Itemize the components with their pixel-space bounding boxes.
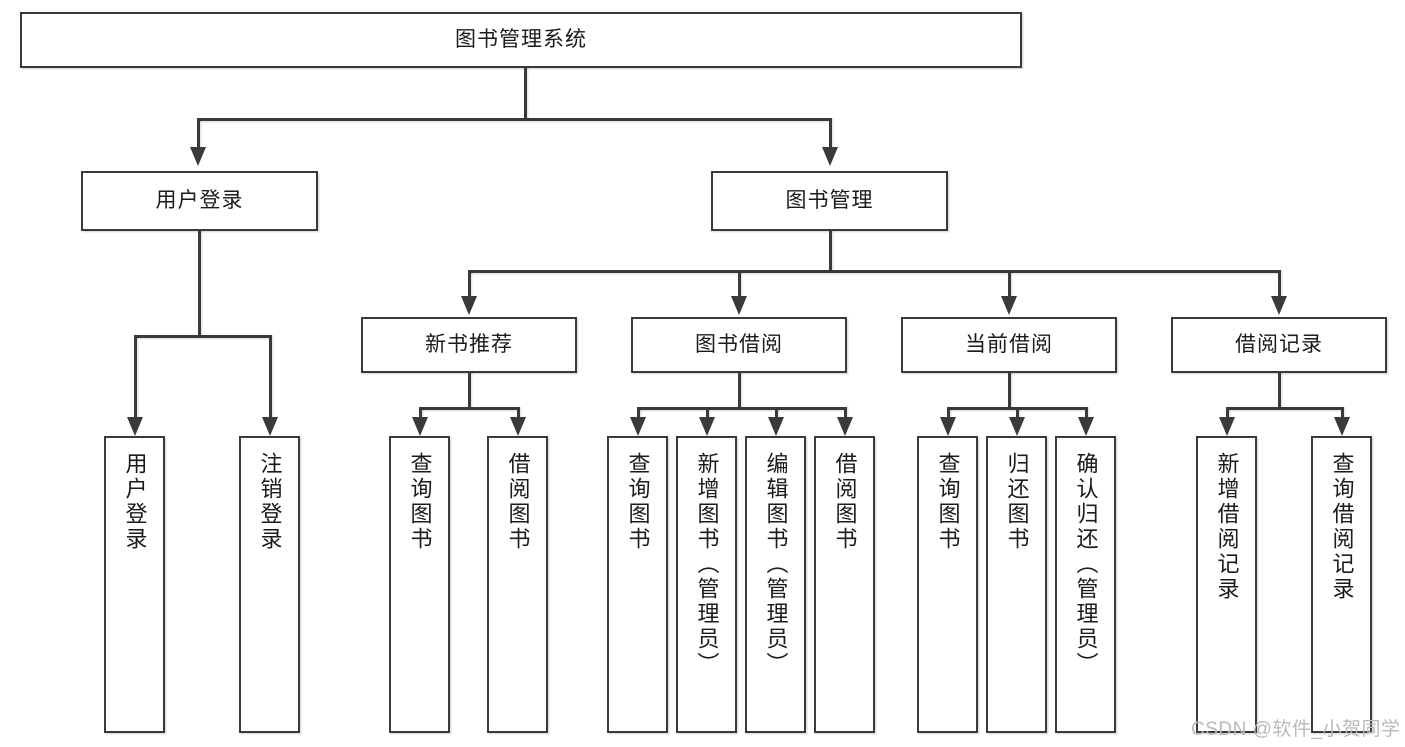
arrowhead-book-borrow-leaf3 [768,417,784,436]
connector-borrow-record-stem [1278,373,1281,407]
leaf-borrow-record-query[interactable]: 查询借阅记录 [1311,436,1372,733]
node-label: 当前借阅 [965,332,1053,356]
arrowhead-to-book-mgmt [822,147,838,166]
connector-user-login-stem [198,231,201,335]
leaf-current-borrow-confirm-return[interactable]: 确认归还（管理员） [1055,436,1116,733]
node-book-borrow[interactable]: 图书借阅 [631,317,847,373]
node-label: 图书管理 [785,188,874,212]
node-label: 查询图书 [625,452,651,552]
node-label: 借阅记录 [1235,332,1323,356]
node-book-management[interactable]: 图书管理 [711,171,948,231]
node-label: 新书推荐 [425,332,513,356]
connector-user-login-leaf2 [269,335,272,417]
connector-current-borrow-stem [1008,373,1011,407]
node-label: 确认归还（管理员） [1073,452,1099,677]
connector-current-borrow-leaf2 [1016,407,1019,417]
arrowhead-to-current-borrow [1001,296,1017,315]
arrowhead-new-book-leaf2 [510,417,526,436]
node-new-book-recommend[interactable]: 新书推荐 [361,317,577,373]
connector-book-mgmt-bus [468,270,1279,273]
connector-book-borrow-leaf2 [706,407,709,417]
arrowhead-current-borrow-leaf3 [1078,417,1094,436]
node-root-system[interactable]: 图书管理系统 [20,12,1022,68]
connector-to-current-borrow [1008,270,1011,296]
connector-new-book-leaf1 [419,407,422,417]
connector-to-book-mgmt [829,118,832,147]
node-label: 借阅图书 [832,452,858,552]
connector-new-book-stem [468,373,471,407]
node-borrow-record[interactable]: 借阅记录 [1171,317,1387,373]
node-label: 新增借阅记录 [1214,452,1240,602]
arrowhead-to-borrow-record [1271,296,1287,315]
node-label: 查询图书 [935,452,961,552]
connector-new-book-bus [419,407,519,410]
node-label: 图书借阅 [695,332,783,356]
node-label: 编辑图书（管理员） [763,452,789,677]
node-label: 归还图书 [1004,452,1030,552]
connector-book-mgmt-stem [829,231,832,270]
connector-to-borrow-record [1278,270,1281,296]
connector-book-borrow-stem [738,373,741,407]
node-user-login[interactable]: 用户登录 [81,171,318,231]
arrowhead-current-borrow-leaf1 [940,417,956,436]
arrowhead-book-borrow-leaf1 [630,417,646,436]
leaf-borrow-record-add[interactable]: 新增借阅记录 [1196,436,1257,733]
connector-book-borrow-leaf3 [775,407,778,417]
node-label: 图书管理系统 [455,27,587,51]
node-label: 查询图书 [407,452,433,552]
arrowhead-user-login-leaf2 [262,417,278,436]
node-label: 借阅图书 [505,452,531,552]
node-label: 用户登录 [155,188,244,212]
connector-to-book-borrow [738,270,741,296]
node-label: 新增图书（管理员） [694,452,720,677]
leaf-book-borrow-edit[interactable]: 编辑图书（管理员） [745,436,806,733]
arrowhead-user-login-leaf1 [127,417,143,436]
leaf-user-login-logout[interactable]: 注销登录 [239,436,300,733]
connector-user-login-leaf1 [134,335,137,417]
leaf-new-book-borrow[interactable]: 借阅图书 [487,436,548,733]
node-label: 注销登录 [257,452,283,552]
leaf-book-borrow-borrow[interactable]: 借阅图书 [814,436,875,733]
csdn-watermark: CSDN @软件_小贺同学 [1191,719,1401,740]
leaf-current-borrow-query[interactable]: 查询图书 [917,436,978,733]
arrowhead-current-borrow-leaf2 [1009,417,1025,436]
leaf-user-login-login[interactable]: 用户登录 [104,436,165,733]
connector-current-borrow-leaf3 [1085,407,1088,417]
connector-book-borrow-bus [637,407,844,410]
node-label: 用户登录 [122,452,148,552]
arrowhead-book-borrow-leaf4 [837,417,853,436]
arrowhead-to-user-login [190,147,206,166]
connector-borrow-record-bus [1226,407,1343,410]
leaf-new-book-query[interactable]: 查询图书 [389,436,450,733]
node-label: 查询借阅记录 [1329,452,1355,602]
connector-root-stem [524,68,527,118]
arrowhead-new-book-leaf1 [412,417,428,436]
connector-user-login-bus [134,335,271,338]
arrowhead-book-borrow-leaf2 [699,417,715,436]
connector-book-borrow-leaf4 [844,407,847,417]
arrowhead-borrow-record-leaf1 [1219,417,1235,436]
leaf-book-borrow-add[interactable]: 新增图书（管理员） [676,436,737,733]
leaf-book-borrow-query[interactable]: 查询图书 [607,436,668,733]
connector-new-book-leaf2 [517,407,520,417]
leaf-current-borrow-return[interactable]: 归还图书 [986,436,1047,733]
connector-to-new-book [468,270,471,296]
connector-root-bus [197,118,829,121]
connector-to-user-login [197,118,200,147]
node-current-borrow[interactable]: 当前借阅 [901,317,1117,373]
connector-borrow-record-leaf1 [1226,407,1229,417]
arrowhead-borrow-record-leaf2 [1334,417,1350,436]
connector-borrow-record-leaf2 [1341,407,1344,417]
connector-book-borrow-leaf1 [637,407,640,417]
arrowhead-to-new-book [461,296,477,315]
arrowhead-to-book-borrow [731,296,747,315]
connector-current-borrow-leaf1 [947,407,950,417]
